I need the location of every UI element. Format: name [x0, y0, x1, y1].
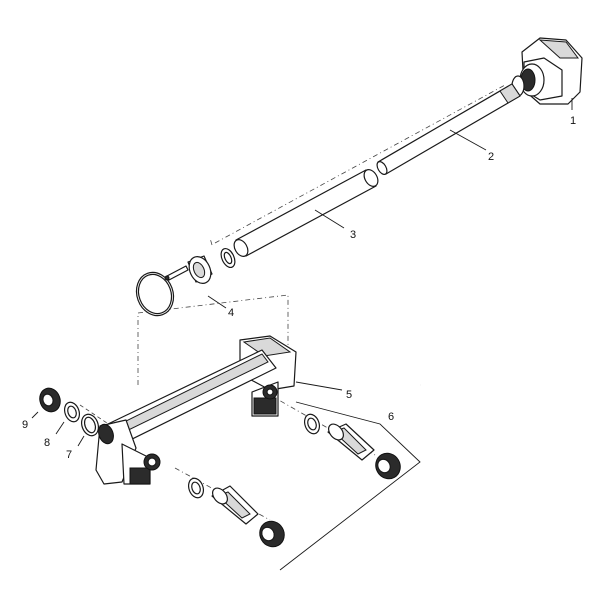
hose-adapter-kit	[187, 401, 421, 571]
callout-3: 3	[350, 229, 356, 241]
callout-5: 5	[346, 389, 352, 401]
uvc-lamp	[376, 83, 521, 175]
callout-2: 2	[488, 151, 494, 163]
callout-labels: 1 2 3 4 5 6 7 8 9	[22, 115, 576, 461]
callout-9: 9	[22, 419, 28, 431]
callout-6: 6	[388, 411, 394, 423]
housing	[95, 335, 343, 485]
seal-set	[135, 247, 236, 317]
callout-1: 1	[570, 115, 576, 127]
callout-4: 4	[228, 307, 234, 319]
callout-8: 8	[44, 437, 50, 449]
quartz-glass-tube	[233, 169, 379, 257]
uvc-head-unit	[511, 37, 583, 110]
callout-7: 7	[66, 449, 72, 461]
outlet-small-parts	[31, 387, 100, 447]
